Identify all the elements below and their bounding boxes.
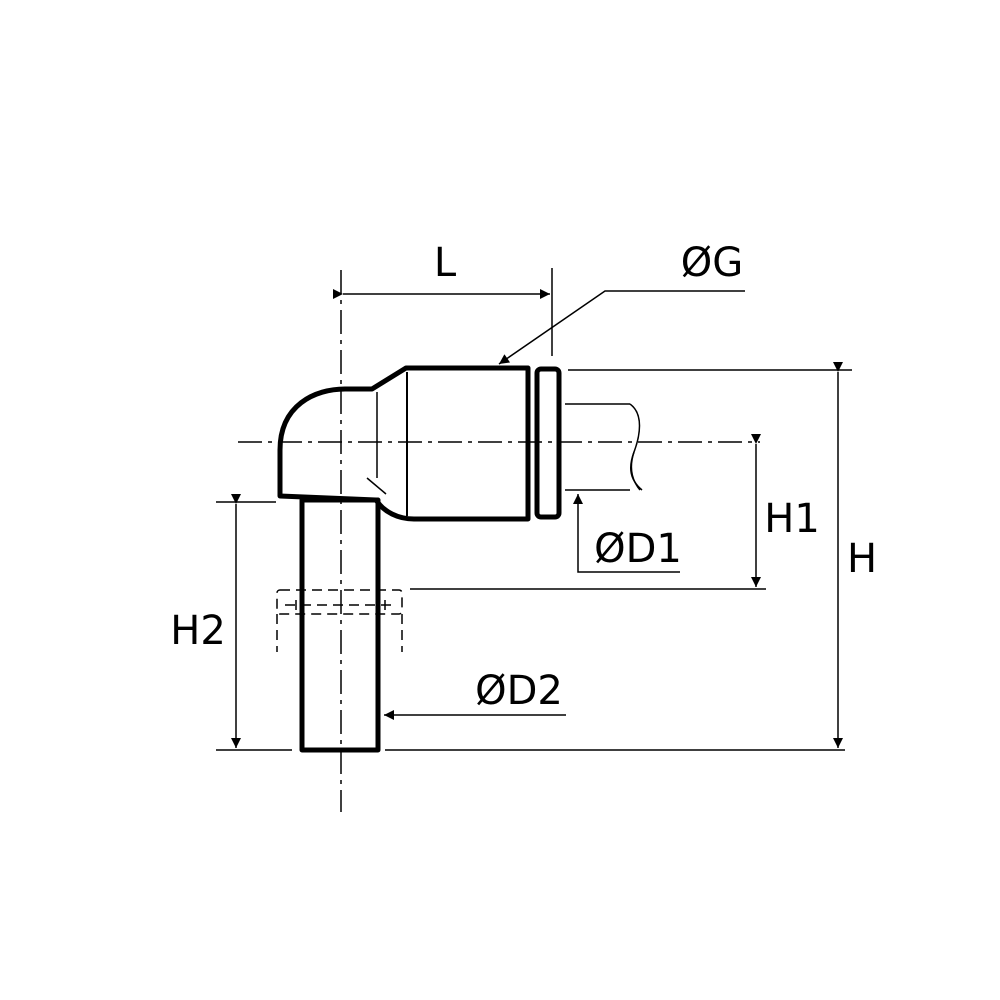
label-H: H — [847, 536, 877, 582]
label-D1: ØD1 — [594, 526, 682, 572]
tube-break-line-inner — [630, 451, 641, 491]
center-lines — [238, 270, 760, 812]
leader-G — [498, 290, 745, 365]
dimension-lines — [231, 289, 843, 748]
label-G: ØG — [681, 240, 743, 286]
o-ring-hidden-lines — [276, 589, 403, 652]
tube-break-line — [629, 403, 643, 491]
stem-tube — [299, 497, 381, 753]
label-D2: ØD2 — [475, 668, 563, 714]
fitting-body — [277, 365, 562, 753]
elbow-body-outline — [277, 365, 531, 522]
release-collet — [534, 366, 562, 520]
label-L: L — [434, 240, 457, 286]
inserted-tube — [565, 403, 643, 491]
label-H1: H1 — [764, 496, 820, 542]
extension-lines — [216, 268, 852, 751]
label-H2: H2 — [170, 608, 226, 654]
o-ring-outline — [276, 589, 403, 615]
elbow-chamfer-line — [366, 477, 387, 495]
leader-D1 — [573, 494, 680, 573]
